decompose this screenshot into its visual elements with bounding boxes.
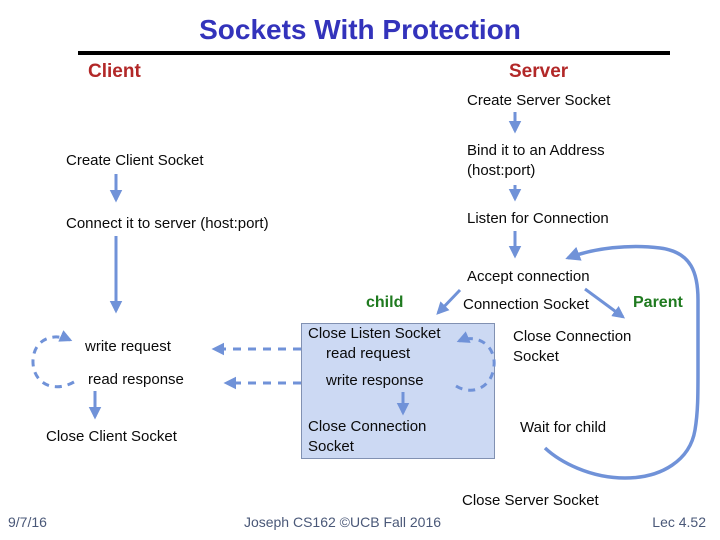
footer-course: Joseph CS162 ©UCB Fall 2016: [243, 514, 442, 530]
footer-date: 9/7/16: [8, 514, 47, 530]
role-child-label: child: [366, 294, 404, 311]
client-step-connect: Connect it to server (host:port): [66, 215, 269, 232]
client-read-response: read response: [88, 371, 184, 388]
client-step-close: Close Client Socket: [46, 428, 177, 445]
childbox-close-listen: Close Listen Socket: [308, 325, 441, 342]
childbox-write-response: write response: [326, 372, 424, 389]
title-underline: [78, 51, 670, 55]
client-write-request: write request: [85, 338, 171, 355]
client-step-create: Create Client Socket: [66, 152, 204, 169]
childbox-close-connection: Close Connection Socket: [308, 418, 427, 455]
server-step-create: Create Server Socket: [467, 92, 611, 109]
role-parent-label: Parent: [633, 294, 683, 311]
page-title: Sockets With Protection: [199, 14, 521, 45]
parent-close-connection: Close Connection Socket: [513, 328, 632, 365]
client-heading: Client: [88, 61, 141, 82]
arrow-fork-to-parent: [584, 287, 626, 319]
server-step-bind: Bind it to an Address (host:port): [467, 142, 605, 179]
parent-wait-for-child: Wait for child: [520, 419, 607, 436]
client-loop-arrow: [31, 330, 75, 389]
arrow-fork-to-child: [436, 288, 462, 315]
server-heading: Server: [509, 61, 569, 82]
server-step-listen: Listen for Connection: [467, 210, 609, 227]
server-step-accept: Accept connection: [467, 268, 590, 285]
server-connection-socket: Connection Socket: [463, 296, 589, 313]
childbox-read-request: read request: [326, 345, 411, 362]
server-step-close: Close Server Socket: [462, 492, 599, 509]
footer-lecture-number: Lec 4.52: [652, 514, 706, 530]
